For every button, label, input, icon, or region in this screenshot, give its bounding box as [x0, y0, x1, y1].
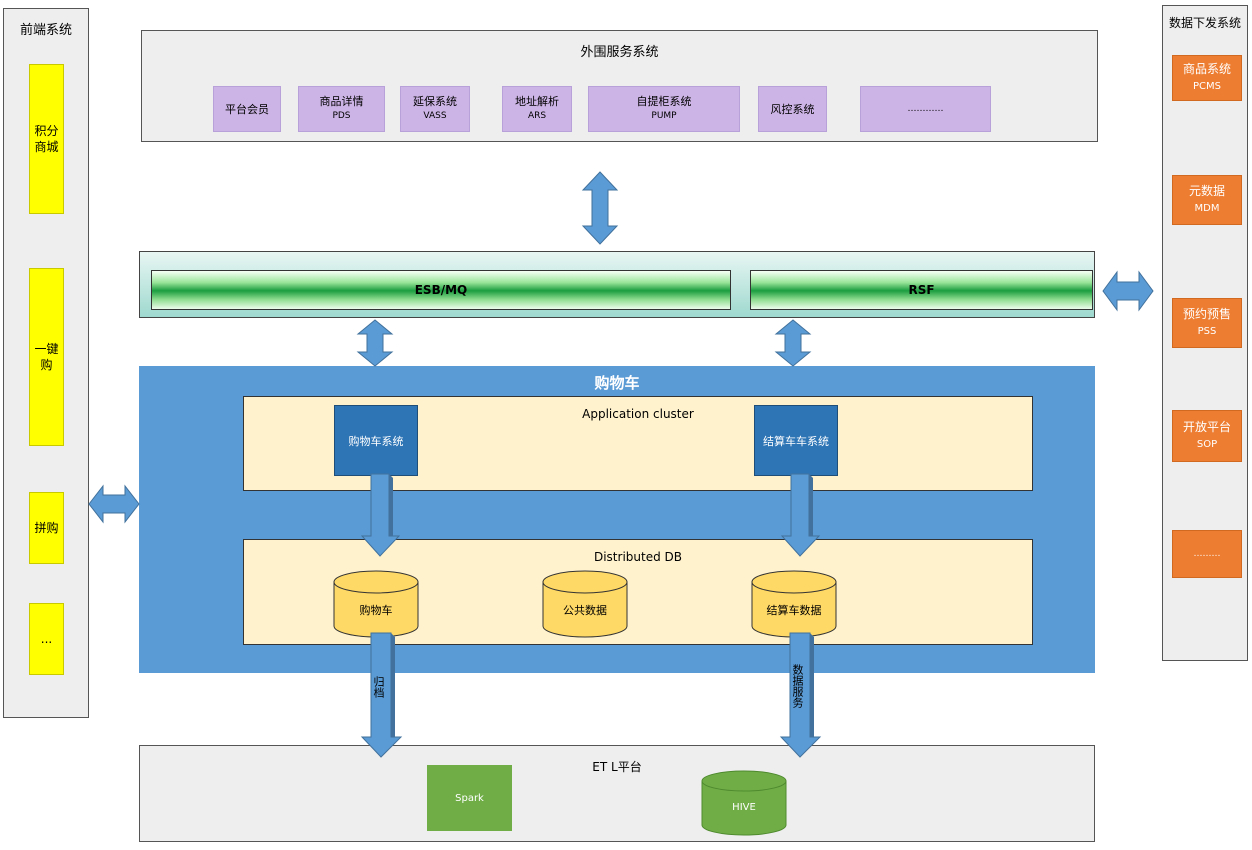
esb-mq-bus[interactable]: ESB/MQ — [151, 270, 731, 310]
spark-node[interactable]: Spark — [427, 765, 512, 831]
hive-db-cylinder[interactable] — [701, 770, 787, 836]
distributed-db-title: Distributed DB — [593, 550, 682, 564]
service-code: VASS — [423, 111, 447, 121]
service-code: ARS — [527, 111, 547, 121]
common-data-db-label: 公共数据 — [563, 604, 607, 617]
service-address-parsing[interactable]: 地址解析 ARS — [502, 86, 572, 132]
service-name: ………… — [907, 103, 944, 114]
bidirectional-arrow-icon — [1102, 270, 1154, 312]
dist-item-sop[interactable]: 开放平台 SOP — [1172, 410, 1242, 462]
cart-db-cylinder[interactable] — [333, 570, 419, 638]
archive-flow-label: 归档 — [372, 676, 385, 698]
dist-item-code: PCMS — [1193, 81, 1221, 92]
service-risk-control[interactable]: 风控系统 — [758, 86, 827, 132]
dist-item-pss[interactable]: 预约预售 PSS — [1172, 298, 1242, 348]
dist-item-name: ……… — [1193, 548, 1221, 559]
service-name: 风控系统 — [770, 102, 815, 116]
service-code: PUMP — [651, 111, 677, 121]
dist-item-name: 开放平台 — [1182, 420, 1231, 434]
service-name: 商品详情 — [319, 95, 364, 108]
bidirectional-arrow-icon — [774, 319, 812, 367]
common-data-db-cylinder[interactable] — [542, 570, 628, 638]
checkout-system-node[interactable]: 结算车车系统 — [754, 405, 838, 476]
frontend-item-points-mall[interactable]: 积分商城 — [29, 64, 64, 214]
hive-label: HIVE — [732, 802, 756, 813]
down-arrow-icon — [360, 632, 403, 758]
shopping-cart-title: 购物车 — [594, 374, 640, 392]
rsf-label: RSF — [908, 283, 935, 297]
application-cluster-title: Application cluster — [582, 407, 694, 421]
service-name: 自提柜系统 — [636, 95, 692, 108]
frontend-item-label: ... — [40, 632, 53, 646]
dist-item-code: PSS — [1197, 326, 1217, 337]
dist-item-name: 商品系统 — [1182, 62, 1231, 76]
service-name: 平台会员 — [225, 102, 269, 116]
down-arrow-icon — [779, 632, 822, 758]
rsf-bus[interactable]: RSF — [750, 270, 1093, 310]
dist-item-more[interactable]: ……… — [1172, 530, 1242, 578]
frontend-item-label: 一键购 — [34, 342, 59, 372]
bidirectional-arrow-icon — [581, 171, 619, 245]
frontend-item-group-buy[interactable]: 拼购 — [29, 492, 64, 564]
dist-item-mdm[interactable]: 元数据 MDM — [1172, 175, 1242, 225]
checkout-db-cylinder[interactable] — [751, 570, 837, 638]
checkout-system-label: 结算车车系统 — [763, 434, 829, 448]
frontend-systems-title: 前端系统 — [19, 23, 72, 38]
checkout-db-label: 结算车数据 — [766, 604, 822, 617]
dist-item-code: SOP — [1196, 439, 1218, 450]
service-extended-warranty[interactable]: 延保系统 VASS — [400, 86, 470, 132]
cart-system-label: 购物车系统 — [348, 434, 404, 448]
service-code: PDS — [332, 111, 351, 121]
frontend-item-label: 拼购 — [34, 521, 59, 535]
service-name: 地址解析 — [515, 95, 559, 108]
etl-platform-panel: ET L平台 — [139, 745, 1095, 842]
esb-mq-label: ESB/MQ — [414, 283, 468, 297]
service-platform-member[interactable]: 平台会员 — [213, 86, 281, 132]
etl-platform-title: ET L平台 — [592, 760, 642, 774]
service-more[interactable]: ………… — [860, 86, 991, 132]
service-name: 延保系统 — [413, 95, 457, 108]
dist-item-pcms[interactable]: 商品系统 PCMS — [1172, 55, 1242, 101]
bidirectional-arrow-icon — [356, 319, 394, 367]
spark-label: Spark — [455, 792, 484, 804]
data-distribution-title: 数据下发系统 — [1168, 16, 1241, 30]
frontend-item-label: 积分商城 — [34, 124, 59, 154]
down-arrow-icon — [360, 473, 401, 557]
dist-item-name: 预约预售 — [1182, 307, 1231, 321]
cart-system-node[interactable]: 购物车系统 — [334, 405, 418, 476]
frontend-item-one-click-buy[interactable]: 一键购 — [29, 268, 64, 446]
peripheral-services-title: 外围服务系统 — [580, 45, 659, 60]
dist-item-code: MDM — [1194, 203, 1220, 214]
cart-db-label: 购物车 — [359, 604, 393, 617]
service-pickup-locker[interactable]: 自提柜系统 PUMP — [588, 86, 740, 132]
down-arrow-icon — [780, 473, 821, 557]
frontend-item-more[interactable]: ... — [29, 603, 64, 675]
dist-item-name: 元数据 — [1188, 184, 1225, 198]
bidirectional-arrow-icon — [88, 484, 140, 524]
service-product-detail[interactable]: 商品详情 PDS — [298, 86, 385, 132]
data-service-flow-label: 数据服务 — [791, 664, 804, 708]
